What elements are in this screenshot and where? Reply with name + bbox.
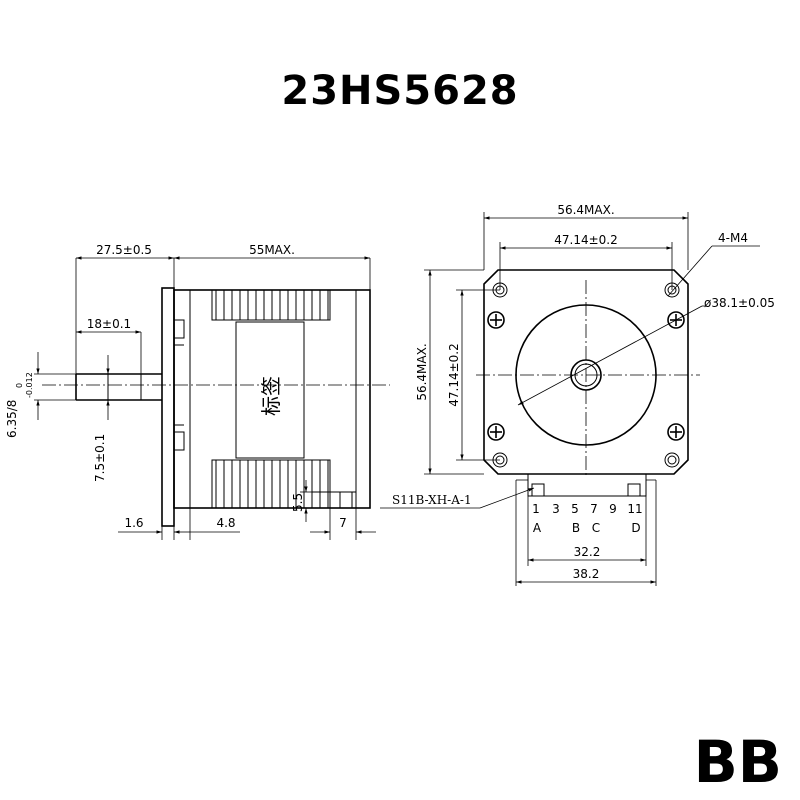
connector-stub — [311, 491, 357, 509]
pin-letter-row: A B C D — [533, 521, 641, 535]
label-sticker-text: 标签 — [259, 376, 283, 416]
dim-face-width: 56.4MAX. — [557, 203, 614, 217]
front-connector — [527, 473, 647, 497]
motor-body — [173, 289, 371, 509]
dim-hole-pitch-vertical: 47.14±0.2 — [447, 343, 461, 407]
dim-mount-holes: 4-M4 — [718, 231, 748, 245]
pin-number: 3 — [552, 502, 560, 516]
shaft — [75, 373, 162, 401]
dim-shaft-diameter: 6.35/8 — [5, 400, 19, 438]
mount-hole — [664, 452, 680, 468]
screw-head — [487, 423, 505, 441]
dim-connector-outer: 38.2 — [573, 567, 600, 581]
front-view: 56.4MAX. 47.14±0.2 4-M4 ø38.1±0.05 56.4M… — [380, 203, 775, 586]
pin-number: 1 — [532, 502, 540, 516]
dim-connector-inner: 32.2 — [574, 545, 601, 559]
face-plate — [483, 269, 689, 475]
mounting-holes — [487, 282, 685, 468]
dim-connector-width: 7 — [339, 516, 347, 530]
dim-shaft-length: 27.5±0.5 — [96, 243, 152, 257]
pin-number: 7 — [590, 502, 598, 516]
pin-number: 9 — [609, 502, 617, 516]
dim-face-height: 56.4MAX. — [415, 343, 429, 400]
dim-flange-thickness: 1.6 — [124, 516, 143, 530]
side-view: 标签 27.5±0.5 55MAX. 18±0.1 6.35/8 0 -0.01… — [5, 243, 390, 540]
shaft-end — [570, 359, 602, 391]
dim-flange-gap: 4.8 — [216, 516, 235, 530]
page-title: 23HS5628 — [281, 68, 519, 114]
pin-number-row: 1 3 5 7 9 11 — [532, 502, 642, 516]
brand-mark: BB — [693, 728, 782, 796]
dim-hole-pitch: 47.14±0.2 — [554, 233, 618, 247]
shaft-inner — [574, 363, 598, 387]
pilot-circle — [515, 304, 657, 446]
dim-flat-length: 18±0.1 — [87, 317, 131, 331]
dim-body-length: 55MAX. — [249, 243, 295, 257]
dim-shaft-tol-upper: 0 — [15, 383, 24, 388]
dim-connector-height: 5.5 — [291, 493, 305, 512]
dim-pilot-diameter: ø38.1±0.05 — [704, 296, 775, 310]
connector-part-label: S11B-XH-A-1 — [392, 493, 472, 507]
screw-head — [487, 311, 505, 329]
dim-shaft-tol-lower: -0.012 — [25, 372, 34, 398]
pin-number: 5 — [571, 502, 579, 516]
flange — [161, 287, 185, 527]
pin-letter: A — [533, 521, 542, 535]
pin-number: 11 — [627, 502, 642, 516]
pin-letter: C — [592, 521, 600, 535]
screw-head — [667, 423, 685, 441]
pin-letter: B — [572, 521, 580, 535]
dim-boss-diameter: 7.5±0.1 — [93, 434, 107, 482]
pin-letter: D — [631, 521, 640, 535]
